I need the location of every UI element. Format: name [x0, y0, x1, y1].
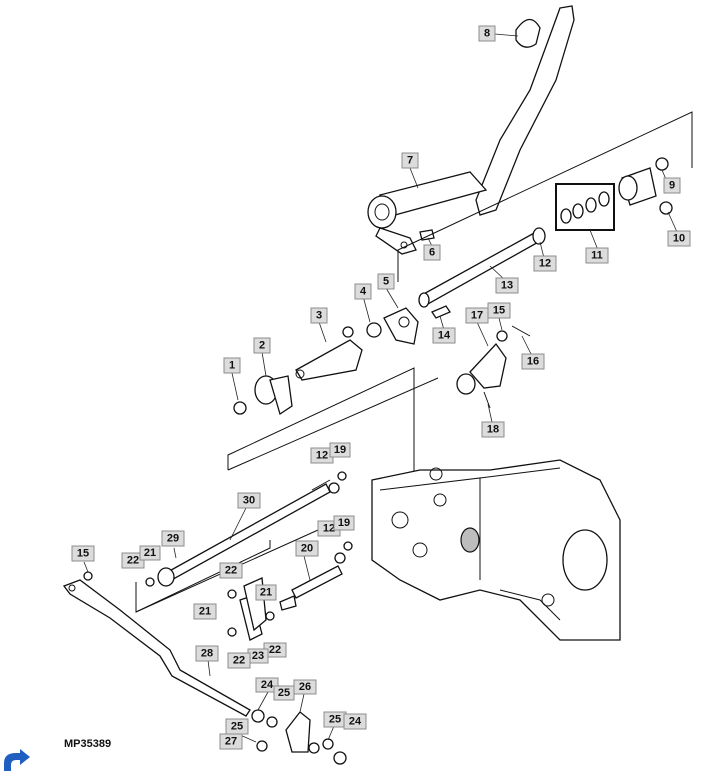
refresh-arrow-icon[interactable] — [0, 749, 36, 773]
svg-text:17: 17 — [471, 310, 483, 322]
callout-5: 5 — [377, 273, 395, 290]
callout-22b: 22 — [219, 562, 243, 579]
callout-30: 30 — [237, 492, 261, 509]
figure-id: MP35389 — [64, 738, 112, 750]
valve-housing — [371, 459, 621, 641]
rod-assembly — [83, 471, 347, 587]
svg-text:18: 18 — [487, 424, 499, 436]
callout-3: 3 — [310, 307, 328, 324]
callout-8: 8 — [478, 25, 496, 42]
callout-25c: 25 — [323, 711, 347, 728]
svg-text:8: 8 — [484, 28, 490, 40]
callout-1: 1 — [223, 357, 241, 374]
callout-18: 18 — [481, 421, 505, 438]
svg-text:23: 23 — [252, 650, 264, 662]
svg-text:16: 16 — [527, 356, 539, 368]
callout-24a: 24 — [255, 677, 279, 693]
callout-10: 10 — [667, 230, 691, 247]
callout-26: 26 — [293, 679, 317, 695]
svg-text:27: 27 — [225, 736, 237, 748]
lever-assembly — [227, 541, 353, 641]
svg-text:13: 13 — [501, 280, 513, 292]
callout-15b: 15 — [71, 545, 95, 562]
callout-16: 16 — [521, 353, 545, 370]
svg-text:21: 21 — [199, 606, 211, 618]
callout-9: 9 — [663, 177, 681, 194]
callout-4: 4 — [354, 283, 372, 300]
callout-25a: 25 — [273, 685, 295, 701]
svg-text:14: 14 — [438, 330, 451, 342]
svg-text:21: 21 — [260, 587, 272, 599]
callout-12b: 12 — [310, 447, 334, 464]
callout-14: 14 — [432, 327, 456, 344]
arm-bracket — [456, 325, 531, 409]
callout-12a: 12 — [533, 255, 557, 272]
svg-text:10: 10 — [673, 233, 685, 245]
svg-text:11: 11 — [591, 250, 603, 262]
svg-text:25: 25 — [278, 687, 290, 699]
svg-text:26: 26 — [299, 681, 311, 693]
callout-22c: 22 — [263, 642, 287, 658]
svg-text:25: 25 — [231, 721, 243, 733]
callout-21a: 21 — [139, 545, 161, 561]
callout-22d: 22 — [227, 652, 251, 669]
svg-text:12: 12 — [323, 523, 335, 535]
svg-text:1: 1 — [229, 360, 235, 372]
svg-text:2: 2 — [259, 340, 265, 352]
callout-21b: 21 — [255, 584, 277, 601]
callout-20: 20 — [295, 540, 319, 557]
svg-text:12: 12 — [539, 258, 551, 270]
callout-19b: 19 — [333, 515, 355, 531]
svg-text:9: 9 — [669, 180, 675, 192]
svg-text:25: 25 — [329, 714, 341, 726]
callout-24b: 24 — [343, 713, 367, 730]
lower-linkage — [62, 579, 347, 765]
svg-text:15: 15 — [77, 548, 89, 560]
callout-27: 27 — [219, 733, 243, 750]
svg-text:22: 22 — [233, 655, 245, 667]
svg-text:28: 28 — [201, 648, 213, 660]
callout-25b: 25 — [225, 718, 249, 735]
svg-text:19: 19 — [334, 444, 346, 456]
svg-text:6: 6 — [429, 247, 435, 259]
callout-29: 29 — [161, 530, 185, 547]
svg-text:21: 21 — [144, 547, 156, 559]
svg-text:5: 5 — [383, 276, 389, 288]
svg-text:30: 30 — [243, 495, 255, 507]
svg-text:4: 4 — [360, 286, 367, 298]
svg-text:7: 7 — [407, 155, 413, 167]
callout-11: 11 — [585, 247, 609, 264]
callout-21c: 21 — [193, 603, 217, 620]
callout-15a: 15 — [487, 302, 511, 319]
callout-13: 13 — [495, 277, 519, 294]
svg-text:24: 24 — [261, 679, 274, 691]
svg-text:15: 15 — [493, 305, 505, 317]
callout-7: 7 — [401, 152, 419, 169]
svg-text:20: 20 — [301, 543, 313, 555]
callout-22a: 22 — [121, 552, 145, 569]
lift-lever — [367, 5, 575, 255]
svg-text:12: 12 — [316, 450, 328, 462]
svg-text:24: 24 — [349, 716, 362, 728]
callout-2: 2 — [253, 337, 271, 354]
svg-text:22: 22 — [225, 565, 237, 577]
callout-6: 6 — [423, 244, 441, 261]
svg-text:29: 29 — [167, 533, 179, 545]
svg-text:3: 3 — [316, 310, 322, 322]
callout-23: 23 — [247, 648, 269, 664]
svg-text:22: 22 — [127, 555, 139, 567]
shaft-group — [418, 157, 673, 308]
linkage-plates — [233, 305, 451, 416]
callout-17: 17 — [465, 307, 489, 324]
svg-text:22: 22 — [269, 644, 281, 656]
svg-text:19: 19 — [338, 517, 350, 529]
callout-19a: 19 — [329, 442, 351, 458]
callout-28: 28 — [195, 645, 219, 662]
